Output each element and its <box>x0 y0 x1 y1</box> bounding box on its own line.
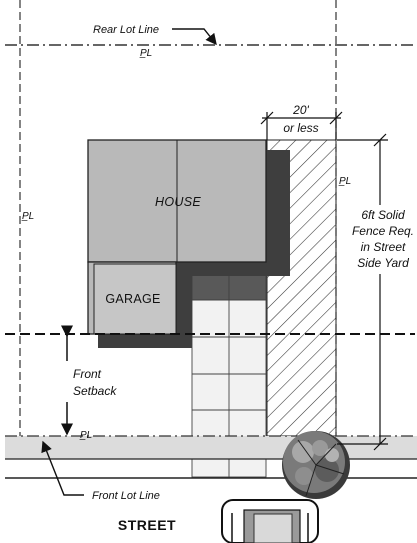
width-dimension-qualifier: or less <box>283 121 318 135</box>
front-lot-line-label: Front Lot Line <box>92 490 160 502</box>
front-setback-label-line-2: Setback <box>73 384 117 398</box>
house <box>87 139 267 335</box>
width-dimension <box>260 111 343 140</box>
front-setback-label-line-1: Front <box>73 367 102 381</box>
fence-dimension <box>337 133 388 451</box>
property-line-symbol-right: P̲L <box>339 176 352 187</box>
fence-note-line-3: in Street <box>361 240 406 254</box>
car-icon <box>221 499 319 543</box>
fence-note-line-2: Fence Req. <box>352 224 414 238</box>
front-lot-line-leader <box>41 440 84 496</box>
street-label: STREET <box>118 517 176 533</box>
building-shadow <box>98 150 290 348</box>
property-line-symbol-left: P̲L <box>22 211 35 222</box>
property-line-symbol-front: P̲L <box>80 430 93 441</box>
rear-lot-line-leader <box>172 28 217 46</box>
garage <box>93 263 177 335</box>
house-label: HOUSE <box>155 195 201 209</box>
tree-icon <box>282 431 350 499</box>
rear-lot-line-label: Rear Lot Line <box>93 24 159 36</box>
fence-note-line-4: Side Yard <box>357 256 409 270</box>
property-line-symbol-rear: P̲L <box>140 48 153 59</box>
garage-label: GARAGE <box>105 292 160 306</box>
fence-note-line-1: 6ft Solid <box>361 208 405 222</box>
width-dimension-value: 20' <box>292 103 309 117</box>
